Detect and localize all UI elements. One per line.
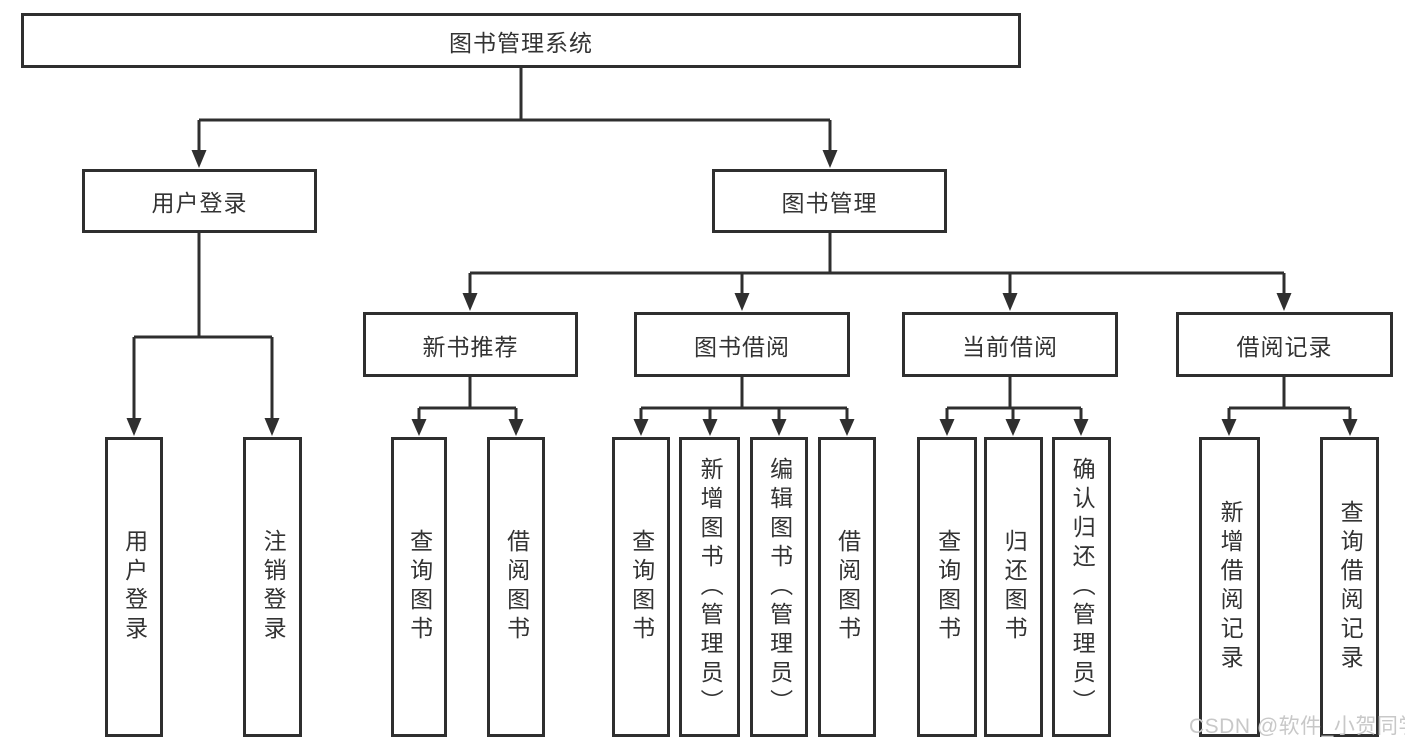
node-root-label: 图书管理系统 (449, 29, 593, 56)
node-book-management-label: 图书管理 (781, 190, 878, 216)
watermark: CSDN @软件_小贺同学 (1189, 715, 1405, 738)
leaf-query-books-borrowing-label: 查询图书 (628, 529, 655, 645)
leaf-logout: 注销登录 (243, 437, 302, 737)
leaf-edit-books-admin-label: 编辑图书（管理员） (766, 456, 793, 718)
leaf-query-books-borrowing: 查询图书 (612, 437, 670, 737)
leaf-query-books-current-label: 查询图书 (934, 529, 961, 645)
leaf-user-login: 用户登录 (105, 437, 163, 737)
leaf-query-books-current: 查询图书 (917, 437, 977, 737)
leaf-add-borrow-record: 新增借阅记录 (1199, 437, 1260, 737)
leaf-add-books-admin-label: 新增图书（管理员） (697, 456, 724, 718)
node-current-borrowing-label: 当前借阅 (962, 333, 1058, 360)
leaf-add-borrow-record-label: 新增借阅记录 (1217, 500, 1244, 674)
node-new-book-recommend: 新书推荐 (363, 312, 578, 377)
node-user-login-module-label: 用户登录 (151, 190, 248, 216)
leaf-confirm-return-admin-label: 确认归还（管理员） (1069, 456, 1096, 718)
leaf-add-books-admin: 新增图书（管理员） (679, 437, 740, 737)
node-book-borrowing: 图书借阅 (634, 312, 850, 377)
leaf-return-books-label: 归还图书 (1001, 529, 1028, 645)
leaf-logout-label: 注销登录 (260, 529, 287, 645)
leaf-confirm-return-admin: 确认归还（管理员） (1052, 437, 1111, 737)
leaf-user-login-label: 用户登录 (121, 529, 148, 645)
leaf-query-books-recommend-label: 查询图书 (406, 529, 433, 645)
node-borrow-records: 借阅记录 (1176, 312, 1393, 377)
node-book-management: 图书管理 (712, 169, 947, 233)
leaf-borrow-books-borrowing-label: 借阅图书 (834, 529, 861, 645)
leaf-borrow-books-recommend-label: 借阅图书 (503, 529, 530, 645)
node-book-borrowing-label: 图书借阅 (694, 333, 790, 360)
node-new-book-recommend-label: 新书推荐 (422, 333, 519, 360)
leaf-query-borrow-record-label: 查询借阅记录 (1337, 500, 1364, 674)
leaf-query-borrow-record: 查询借阅记录 (1320, 437, 1379, 737)
node-current-borrowing: 当前借阅 (902, 312, 1118, 377)
node-borrow-records-label: 借阅记录 (1236, 333, 1333, 360)
leaf-query-books-recommend: 查询图书 (391, 437, 447, 737)
node-root: 图书管理系统 (21, 13, 1021, 68)
node-user-login-module: 用户登录 (82, 169, 317, 233)
leaf-return-books: 归还图书 (984, 437, 1043, 737)
leaf-edit-books-admin: 编辑图书（管理员） (750, 437, 808, 737)
leaf-borrow-books-recommend: 借阅图书 (487, 437, 545, 737)
leaf-borrow-books-borrowing: 借阅图书 (818, 437, 876, 737)
